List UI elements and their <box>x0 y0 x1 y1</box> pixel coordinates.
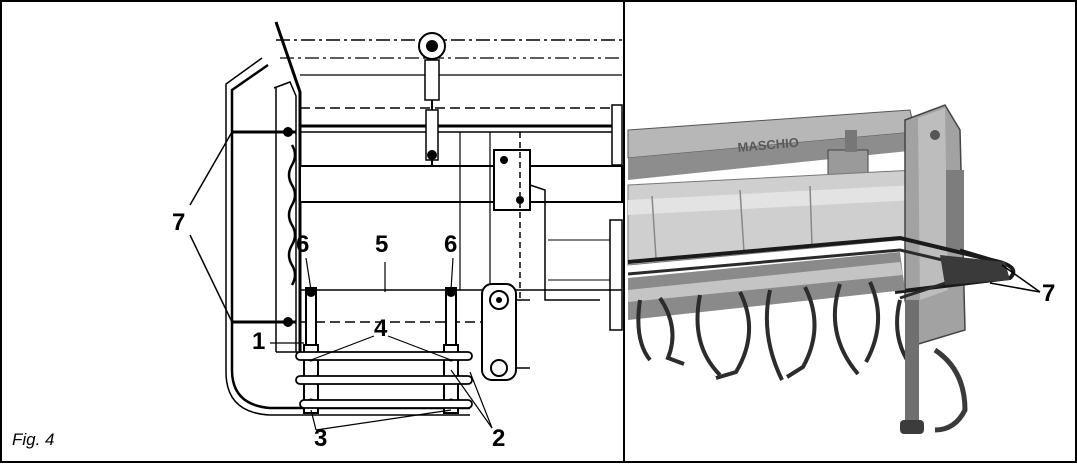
swing-link <box>481 283 530 381</box>
machine-photo: MASCHIO <box>626 3 1075 460</box>
callout-6-left: 6 <box>296 231 309 258</box>
technical-drawing: 7 6 5 6 1 4 3 2 Fig. 4 <box>12 21 623 452</box>
photo-guard-rods <box>627 235 1016 300</box>
side-chain <box>287 144 297 286</box>
callout-5: 5 <box>375 231 388 258</box>
figure-caption: Fig. 4 <box>12 430 55 449</box>
bolt-right <box>445 287 457 351</box>
brand-label: MASCHIO <box>737 135 799 155</box>
callout-6-right: 6 <box>444 231 457 258</box>
gearbox-bracket <box>519 104 623 331</box>
horizontal-rods <box>295 351 473 409</box>
callout-1: 1 <box>252 328 265 355</box>
callout-7-left: 7 <box>172 209 185 236</box>
lower-bar <box>300 289 622 323</box>
main-beam <box>299 132 623 290</box>
guard-rod <box>225 57 470 416</box>
leader-lines <box>189 131 493 431</box>
callout-4: 4 <box>374 315 388 342</box>
callout-2: 2 <box>492 425 505 452</box>
top-mount <box>418 32 446 170</box>
housing-top <box>276 39 622 133</box>
photo-skid <box>900 300 968 434</box>
callout-3: 3 <box>314 425 327 452</box>
bolt-left <box>305 287 317 351</box>
photo-callout-7: 7 <box>1042 280 1055 307</box>
photo-leader-lines <box>989 264 1041 293</box>
photo-tines <box>636 281 916 381</box>
